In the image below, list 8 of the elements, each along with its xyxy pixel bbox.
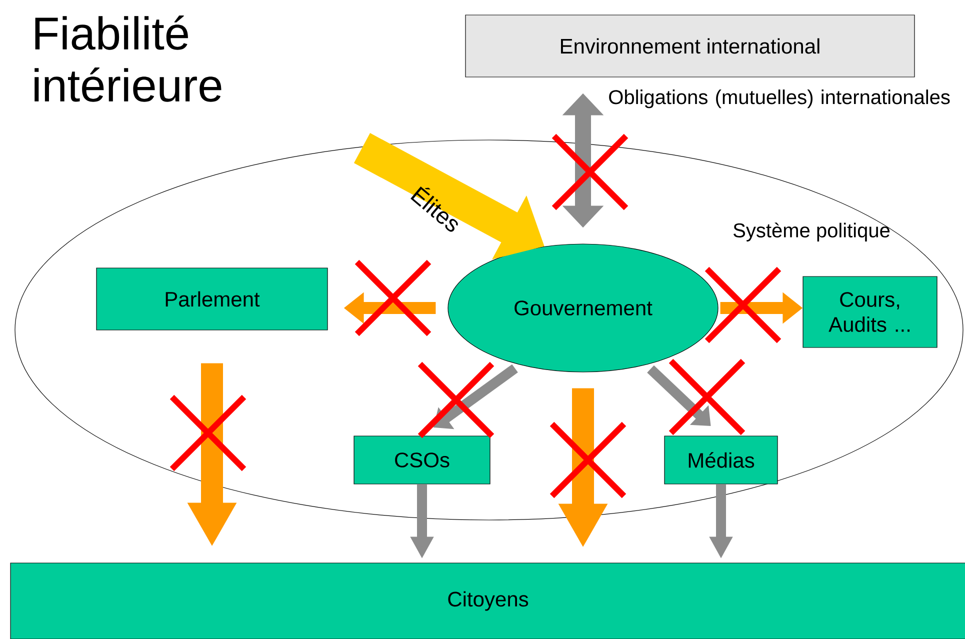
process-box: Parlement	[96, 268, 328, 330]
process-box: Environnement international	[465, 14, 915, 78]
process-box: Citoyens	[10, 562, 965, 639]
title: Fiabilité intérieure	[34, 16, 222, 102]
edge-label: Obligations (mutuelles) internationales	[609, 90, 950, 108]
process-box: CSOs	[354, 436, 490, 484]
process-box: Médias	[664, 436, 778, 484]
process-box: Cours, Audits ...	[802, 276, 938, 348]
